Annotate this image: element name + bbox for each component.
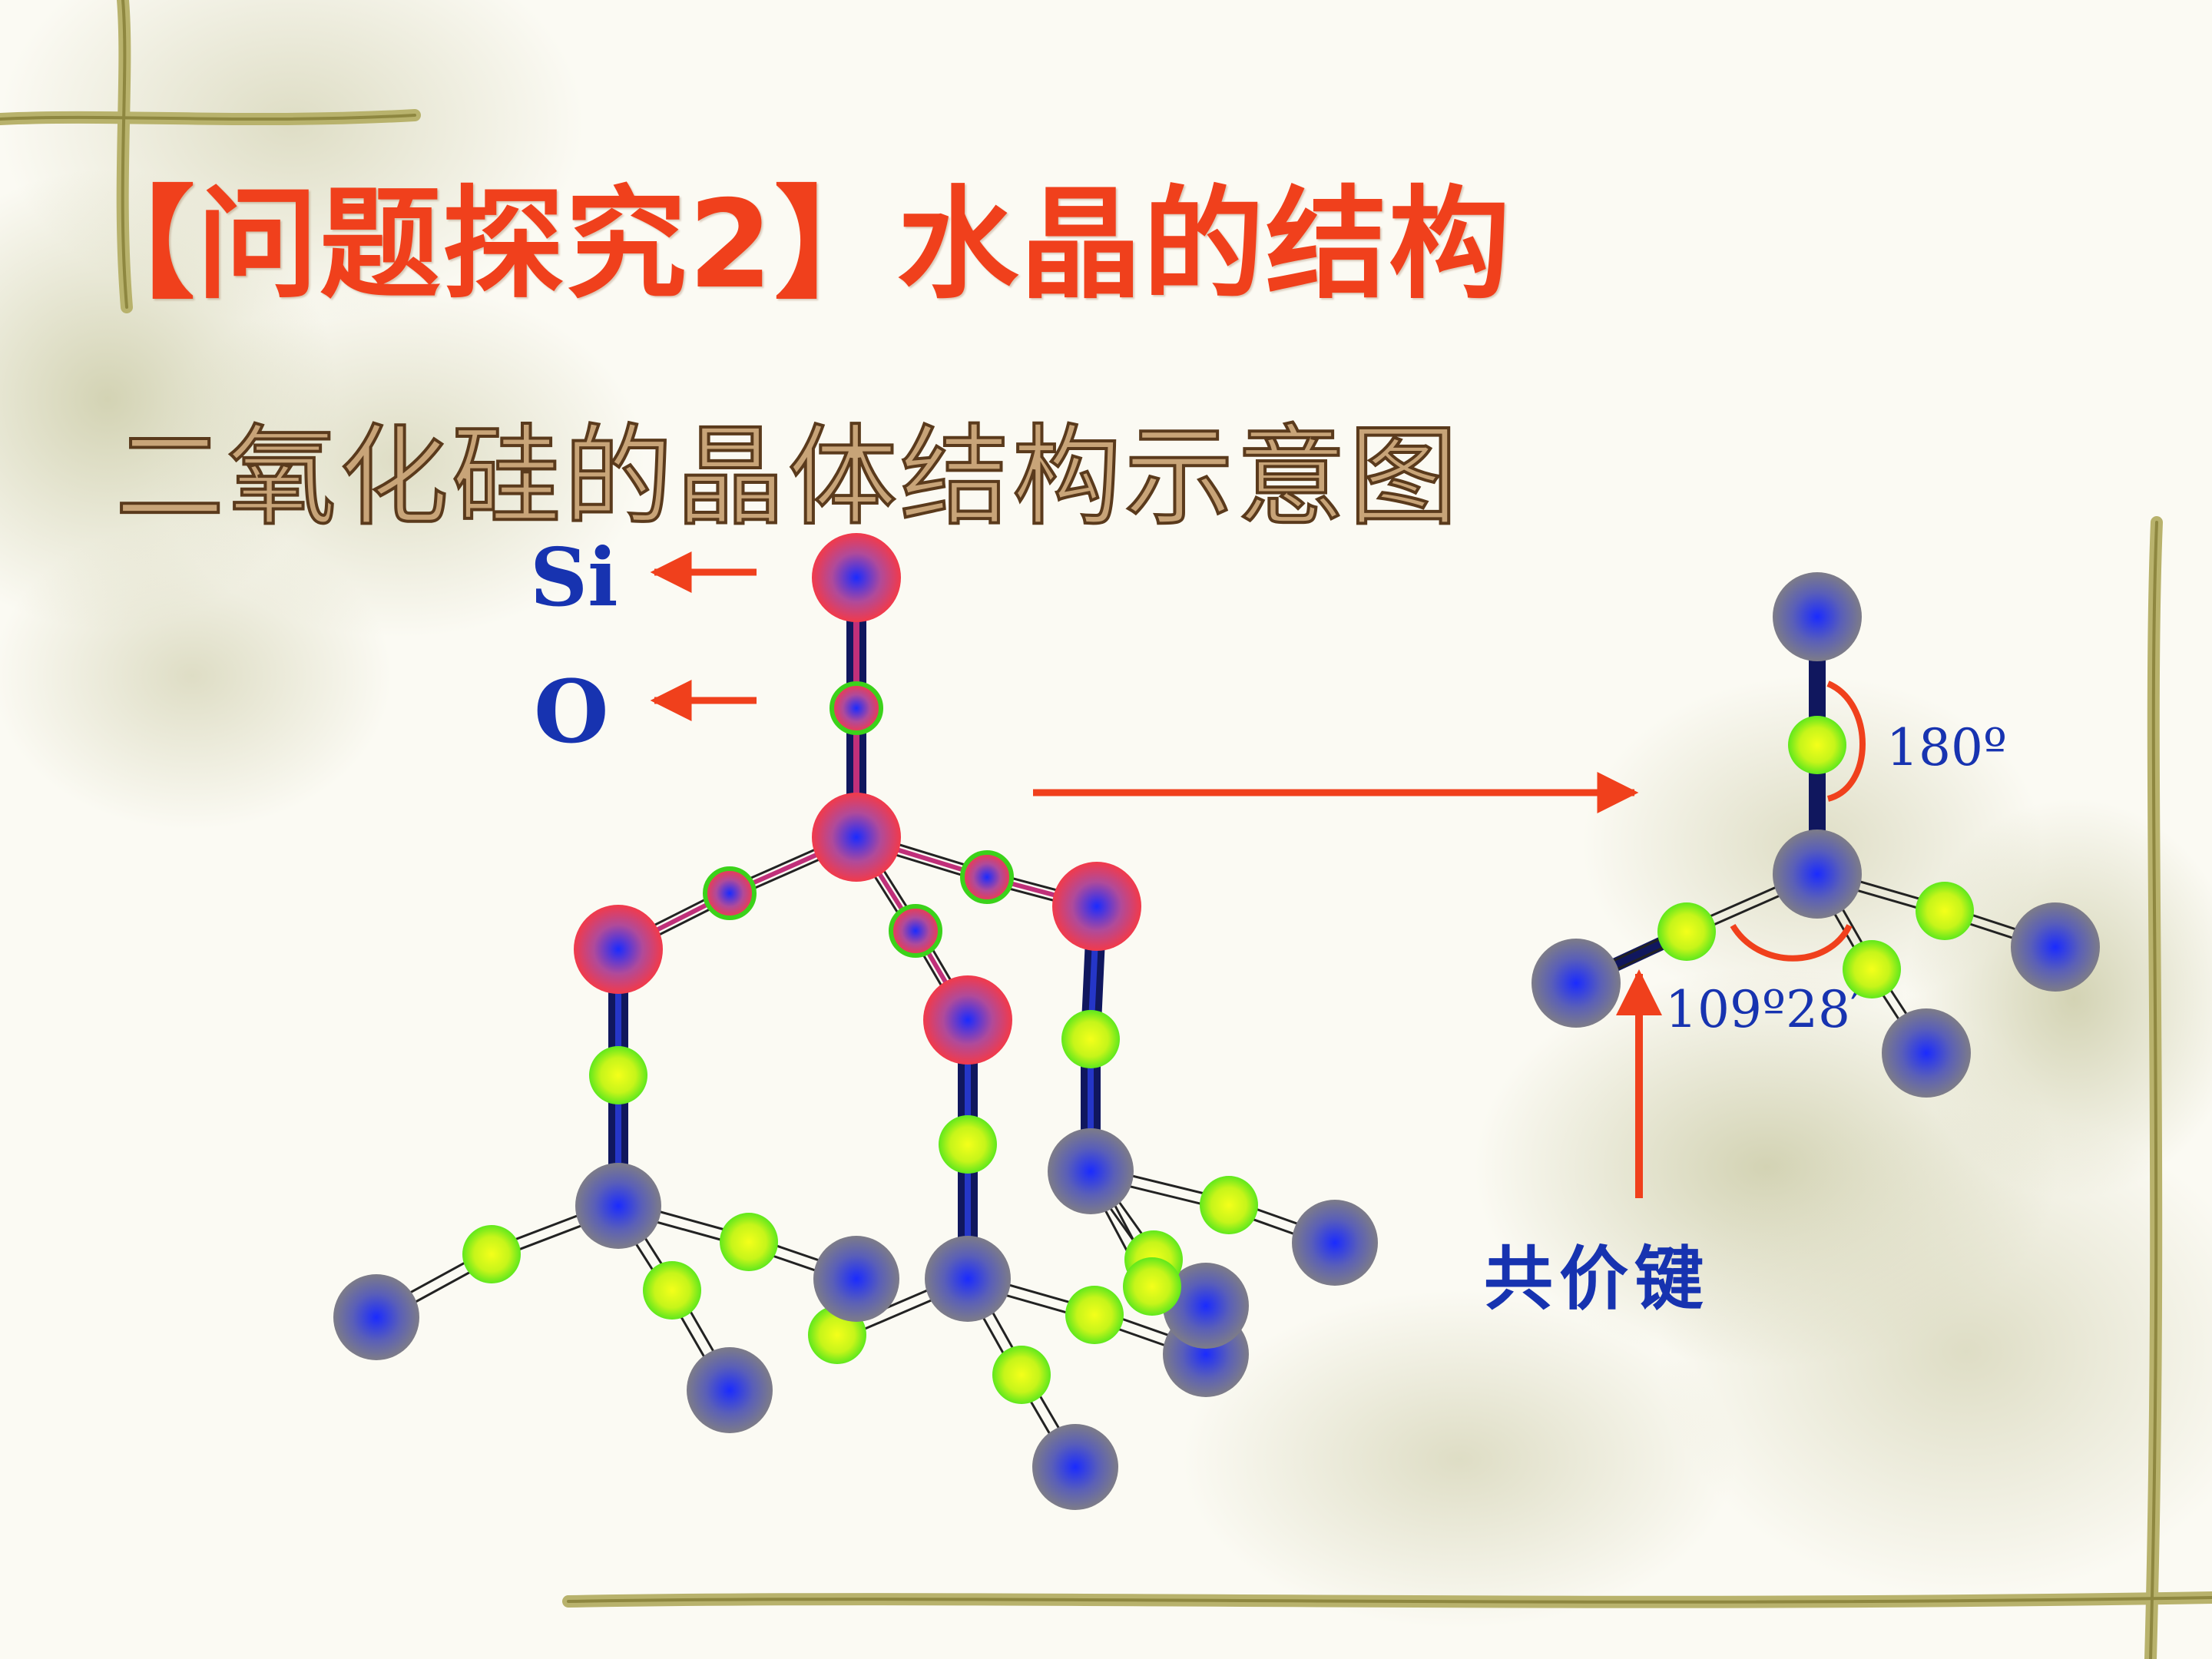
- si-atom: [1882, 1008, 1971, 1098]
- si-atom: [812, 793, 901, 882]
- angle-109-label: 109º28′: [1665, 980, 1862, 1039]
- o-atom: [720, 1213, 778, 1271]
- o-atom: [1657, 902, 1716, 961]
- si-atom: [1773, 830, 1862, 919]
- angle-180-arc: [1826, 680, 1866, 802]
- si-atom: [1032, 1424, 1118, 1510]
- angle-180-label: 180º: [1886, 718, 2008, 777]
- angle-109-arc: [1730, 923, 1853, 962]
- si-atom: [2011, 902, 2100, 992]
- o-atom: [992, 1346, 1051, 1404]
- si-atom: [1532, 939, 1621, 1028]
- o-atom: [1200, 1176, 1258, 1234]
- o-atom: [1123, 1257, 1181, 1316]
- slide-title: 【问题探究2】水晶的结构: [74, 174, 1512, 316]
- si-atom: [923, 975, 1012, 1065]
- o-atom: [939, 1115, 997, 1174]
- si-atom: [1773, 572, 1862, 661]
- o-atom: [1065, 1286, 1124, 1344]
- o-atom: [1843, 940, 1901, 998]
- o-atom: [1788, 716, 1846, 774]
- main-structure-atoms: [333, 533, 1378, 1510]
- si-atom: [812, 533, 901, 622]
- detail-tetrahedron-atoms: [1532, 572, 2100, 1098]
- o-atom: [960, 850, 1014, 904]
- si-atom: [1048, 1128, 1134, 1214]
- o-atom: [703, 866, 757, 920]
- si-atom: [1052, 862, 1141, 951]
- si-atom: [1292, 1200, 1378, 1286]
- o-atom: [462, 1225, 521, 1283]
- si-atom: [813, 1236, 899, 1322]
- o-atom: [589, 1046, 647, 1104]
- o-atom: [830, 681, 883, 735]
- legend-o-label: O: [534, 662, 609, 763]
- si-atom: [925, 1236, 1011, 1322]
- si-atom: [574, 905, 663, 994]
- legend-si-label: Si: [530, 530, 618, 624]
- covalent-bond-label: 共价键: [1484, 1239, 1710, 1320]
- si-atom: [575, 1163, 661, 1249]
- o-atom: [1916, 882, 1974, 940]
- slide-subtitle: 二氧化硅的晶体结构示意图: [114, 412, 1461, 542]
- o-atom: [1061, 1010, 1120, 1068]
- o-atom: [643, 1261, 701, 1320]
- si-atom: [687, 1347, 773, 1433]
- si-atom: [333, 1274, 419, 1360]
- si-atom: [1163, 1263, 1249, 1349]
- o-atom: [889, 904, 942, 958]
